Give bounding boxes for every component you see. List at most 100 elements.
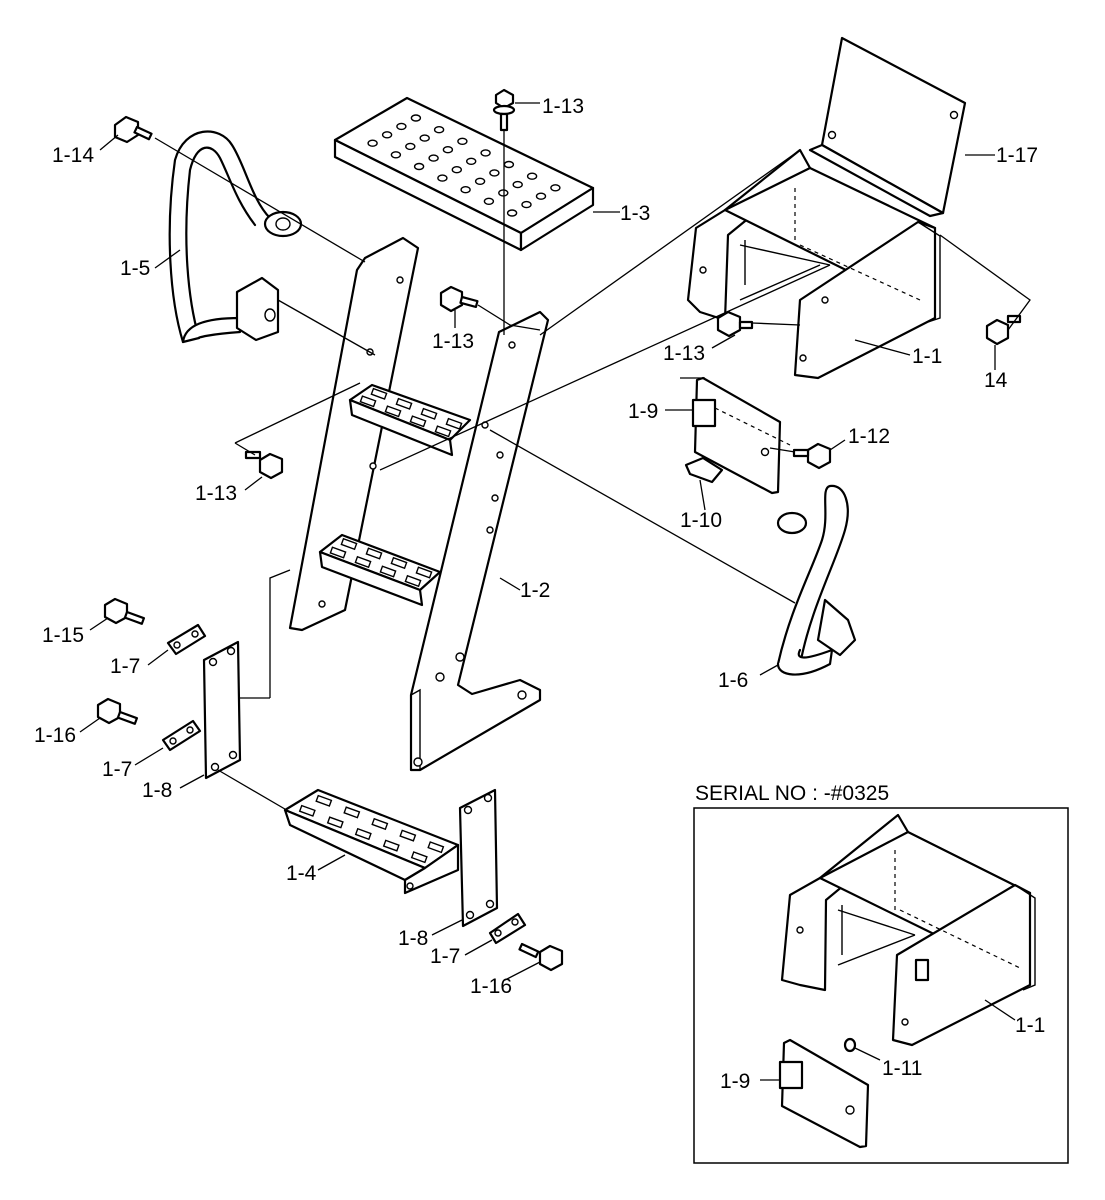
step-slot <box>343 806 361 819</box>
bolt-1-14 <box>113 115 153 144</box>
plate-hole <box>390 151 402 159</box>
inset-callout-1-1: 1-1 <box>1015 1014 1045 1037</box>
callout-1-7-c: 1-7 <box>430 945 460 968</box>
plate-hole <box>451 165 462 174</box>
step-slot <box>340 537 358 551</box>
step-slot <box>384 405 402 418</box>
callout-14: 14 <box>984 369 1008 392</box>
inset-callout-1-11: 1-11 <box>882 1057 922 1080</box>
callout-1-15: 1-15 <box>42 624 84 647</box>
plate-hole <box>433 125 445 134</box>
step-slot <box>329 546 347 559</box>
step-slot <box>298 804 316 817</box>
plate-1-8-right <box>458 788 499 928</box>
step-slot <box>354 827 372 841</box>
ladder-frame-1-2 <box>288 236 550 772</box>
plate-hole <box>498 189 509 197</box>
inset-cover-plate <box>778 1038 870 1149</box>
callout-1-1: 1-1 <box>912 345 942 368</box>
plate-hole <box>442 145 454 154</box>
callout-1-7-a: 1-7 <box>110 655 140 678</box>
callout-1-4: 1-4 <box>286 862 317 885</box>
serial-inset: SERIAL NO : -#0325 1-1 <box>693 782 1069 1164</box>
lower-step-1-4 <box>283 788 460 895</box>
callout-1-12: 1-12 <box>848 425 890 448</box>
bolt-1-15 <box>103 597 146 625</box>
bracket-box-1-1 <box>686 148 941 380</box>
plate-hole <box>550 184 561 192</box>
plate-hole <box>512 180 523 189</box>
callout-1-5: 1-5 <box>120 257 150 280</box>
plate-hole <box>437 174 448 182</box>
callout-1-14: 1-14 <box>52 144 94 167</box>
plate-hole <box>489 169 500 177</box>
callout-1-17: 1-17 <box>996 144 1038 167</box>
plate-hole <box>474 177 486 186</box>
plate-1-7-b <box>161 719 202 752</box>
callout-1-3: 1-3 <box>620 202 650 225</box>
callout-1-7-b: 1-7 <box>102 758 132 781</box>
plate-hole <box>419 134 430 142</box>
step-slot <box>315 794 333 807</box>
plate-hole <box>413 162 425 171</box>
plate-hole <box>535 192 547 200</box>
plate-hole <box>460 185 471 194</box>
plate-1-8-left <box>202 640 242 780</box>
plate-hole <box>396 122 407 131</box>
callout-1-8-a: 1-8 <box>142 779 172 802</box>
step-slot <box>326 816 344 829</box>
step-slot <box>399 829 417 842</box>
inset-frame <box>693 807 1069 1164</box>
plate-hole <box>503 160 515 169</box>
bolt-1-16-a <box>96 697 139 725</box>
callout-1-13-right: 1-13 <box>663 342 705 365</box>
leader-lines <box>79 102 996 981</box>
step-slot <box>382 839 400 852</box>
latch-1-10 <box>684 456 724 484</box>
bolt-1-13-left <box>244 450 284 480</box>
plate-hole <box>521 200 532 209</box>
step-slot <box>365 547 383 560</box>
callout-1-6: 1-6 <box>718 669 748 692</box>
step-slot <box>359 395 377 408</box>
callout-1-13-mid: 1-13 <box>432 330 474 353</box>
bolt-1-13-right <box>716 310 754 338</box>
handrail-1-5 <box>168 130 303 344</box>
plate-hole <box>381 131 393 139</box>
step-slot <box>395 397 413 410</box>
step-slot <box>379 565 397 578</box>
inset-bracket-box <box>780 813 1036 1047</box>
callout-1-10: 1-10 <box>680 509 722 532</box>
assembly-lines <box>154 130 1031 813</box>
callout-labels: 1-14 1-13 1-3 1-17 1-5 1-13 1-13 1-1 14 … <box>34 95 1038 998</box>
callout-1-13-left: 1-13 <box>195 482 237 505</box>
cover-1-17 <box>808 36 967 218</box>
step-slot <box>370 387 388 400</box>
plate-hole <box>506 209 518 217</box>
plate-hole <box>480 149 491 157</box>
step-slot <box>434 425 452 438</box>
bolt-1-16-b <box>518 942 564 972</box>
inset-callout-1-9: 1-9 <box>720 1070 750 1093</box>
plate-hole <box>428 154 439 162</box>
handrail-1-6 <box>776 484 857 676</box>
step-slot <box>390 556 408 570</box>
callout-1-8-b: 1-8 <box>398 927 428 950</box>
step-slot <box>354 555 372 569</box>
plate-hole <box>466 157 477 166</box>
step-slot <box>404 574 422 588</box>
bolt-1-13-mid <box>439 285 479 313</box>
step-slot <box>420 407 438 420</box>
inset-title: SERIAL NO : -#0325 <box>695 782 889 805</box>
step-slot <box>415 566 433 579</box>
plate-1-7-c <box>488 912 527 945</box>
step-slot <box>371 817 389 831</box>
plate-hole <box>367 139 378 147</box>
plate-1-7-a <box>166 623 207 656</box>
plate-hole <box>457 137 468 146</box>
plate-hole <box>405 142 416 151</box>
callout-1-16-a: 1-16 <box>34 724 76 747</box>
plate-hole <box>410 114 422 122</box>
